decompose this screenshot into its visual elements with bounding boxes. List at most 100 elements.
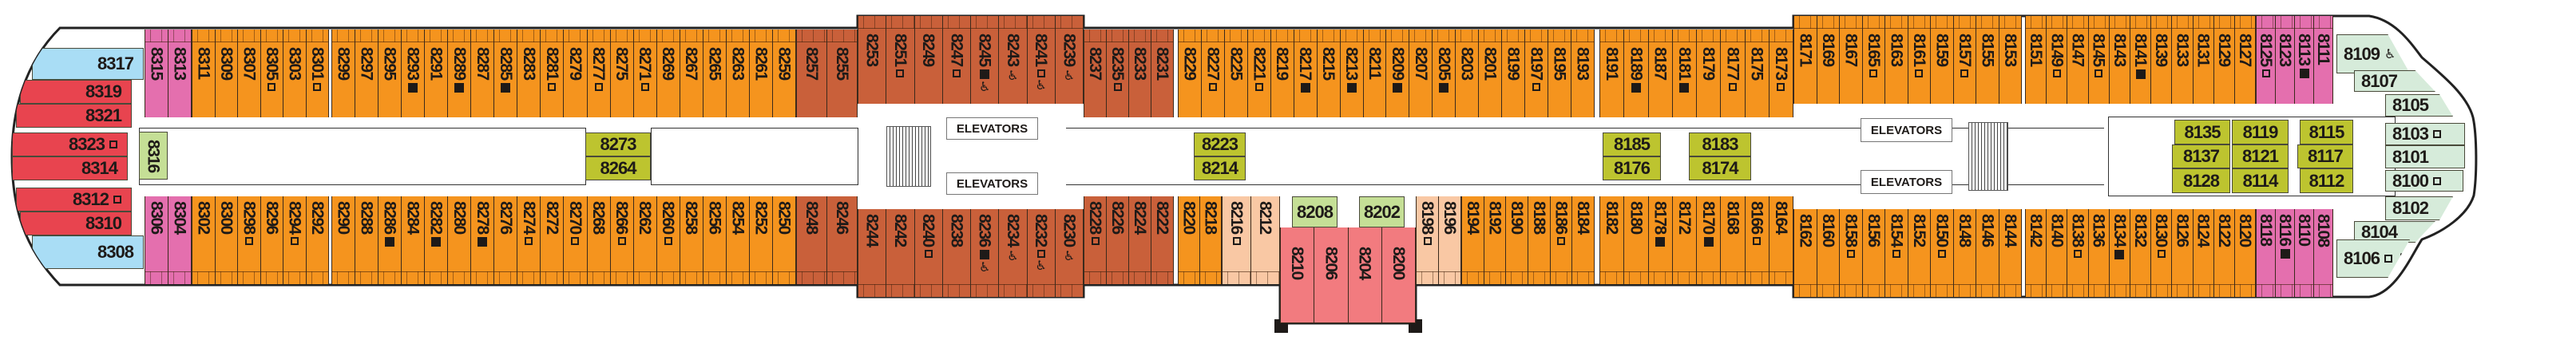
cabin-8252[interactable]: 8252	[748, 196, 772, 284]
cabin-8298[interactable]: 8298	[237, 196, 260, 284]
cabin-8165[interactable]: 8165	[1861, 16, 1884, 104]
cabin-8265[interactable]: 8265	[702, 30, 726, 117]
cabin-8239[interactable]: 8239♿	[1054, 16, 1084, 104]
cabin-8256[interactable]: 8256	[702, 196, 726, 284]
cabin-8127[interactable]: 8127	[2233, 16, 2257, 104]
cabin-8173[interactable]: 8173	[1768, 30, 1793, 117]
cabin-8236[interactable]: 8236♿	[970, 209, 999, 297]
cabin-8131[interactable]: 8131	[2192, 16, 2213, 104]
cabin-8267[interactable]: 8267	[679, 30, 703, 117]
cabin-8225[interactable]: 8225	[1223, 30, 1247, 117]
cabin-8125[interactable]: 8125	[2256, 16, 2275, 104]
cabin-8228[interactable]: 8228	[1084, 196, 1106, 284]
cabin-8179[interactable]: 8179	[1696, 30, 1721, 117]
cabin-8162[interactable]: 8162	[1793, 209, 1817, 297]
cabin-8259[interactable]: 8259	[771, 30, 796, 117]
cabin-8294[interactable]: 8294	[283, 196, 306, 284]
cabin-8133[interactable]: 8133	[2171, 16, 2193, 104]
cabin-8291[interactable]: 8291	[424, 30, 448, 117]
cabin-8258[interactable]: 8258	[679, 196, 703, 284]
cabin-8188[interactable]: 8188	[1528, 196, 1550, 284]
cabin-8295[interactable]: 8295	[378, 30, 402, 117]
cabin-8297[interactable]: 8297	[355, 30, 378, 117]
cabin-8242[interactable]: 8242	[886, 209, 914, 297]
cabin-8230[interactable]: 8230♿	[1054, 209, 1084, 297]
cabin-8137[interactable]: 8137	[2172, 144, 2230, 168]
cabin-8201[interactable]: 8201	[1478, 30, 1502, 117]
cabin-8214[interactable]: 8214	[1194, 156, 1246, 180]
cabin-8213[interactable]: 8213	[1339, 30, 1363, 117]
cabin-8234[interactable]: 8234♿	[998, 209, 1027, 297]
cabin-8223[interactable]: 8223	[1194, 132, 1246, 156]
cabin-8123[interactable]: 8123	[2275, 16, 2294, 104]
cabin-8114[interactable]: 8114	[2232, 168, 2289, 193]
cabin-8280[interactable]: 8280	[447, 196, 471, 284]
cabin-8177[interactable]: 8177	[1720, 30, 1745, 117]
cabin-8138[interactable]: 8138	[2067, 209, 2088, 297]
cabin-8306[interactable]: 8306	[145, 196, 168, 284]
cabin-8248[interactable]: 8248	[796, 196, 826, 284]
cabin-8102[interactable]: 8102	[2385, 196, 2453, 220]
cabin-8101[interactable]: 8101	[2385, 145, 2465, 168]
cabin-8159[interactable]: 8159	[1930, 16, 1953, 104]
cabin-8130[interactable]: 8130	[2150, 209, 2172, 297]
cabin-8153[interactable]: 8153	[1998, 16, 2022, 104]
cabin-8224[interactable]: 8224	[1128, 196, 1151, 284]
cabin-8117[interactable]: 8117	[2297, 144, 2353, 168]
cabin-8161[interactable]: 8161	[1907, 16, 1930, 104]
cabin-8308[interactable]: 8308	[32, 235, 144, 269]
cabin-8253[interactable]: 8253	[858, 16, 886, 104]
cabin-8304[interactable]: 8304	[168, 196, 192, 284]
cabin-8216[interactable]: 8216	[1222, 196, 1250, 284]
cabin-8275[interactable]: 8275	[609, 30, 633, 117]
cabin-8250[interactable]: 8250	[771, 196, 796, 284]
cabin-8116[interactable]: 8116	[2275, 209, 2294, 297]
cabin-8144[interactable]: 8144	[1998, 209, 2022, 297]
cabin-8166[interactable]: 8166	[1744, 196, 1769, 284]
cabin-8278[interactable]: 8278	[470, 196, 494, 284]
cabin-8204[interactable]: 8204	[1347, 227, 1381, 323]
cabin-8296[interactable]: 8296	[260, 196, 283, 284]
cabin-8186[interactable]: 8186	[1549, 196, 1572, 284]
cabin-8105[interactable]: 8105	[2385, 94, 2453, 117]
cabin-8279[interactable]: 8279	[563, 30, 587, 117]
cabin-8181[interactable]: 8181	[1671, 30, 1696, 117]
cabin-8149[interactable]: 8149	[2046, 16, 2067, 104]
cabin-8180[interactable]: 8180	[1623, 196, 1648, 284]
cabin-8156[interactable]: 8156	[1861, 209, 1884, 297]
cabin-8287[interactable]: 8287	[470, 30, 494, 117]
cabin-8210[interactable]: 8210	[1280, 227, 1314, 323]
cabin-8246[interactable]: 8246	[826, 196, 858, 284]
cabin-8110[interactable]: 8110	[2294, 209, 2313, 297]
cabin-8192[interactable]: 8192	[1483, 196, 1506, 284]
cabin-8202[interactable]: 8202	[1359, 196, 1405, 227]
cabin-8312[interactable]: 8312	[16, 188, 132, 212]
cabin-8170[interactable]: 8170	[1696, 196, 1721, 284]
cabin-8146[interactable]: 8146	[1976, 209, 1999, 297]
cabin-8132[interactable]: 8132	[2129, 209, 2151, 297]
cabin-8317[interactable]: 8317	[32, 48, 144, 80]
cabin-8290[interactable]: 8290	[331, 196, 355, 284]
cabin-8121[interactable]: 8121	[2232, 144, 2289, 168]
cabin-8245[interactable]: 8245♿	[970, 16, 999, 104]
cabin-8314[interactable]: 8314	[12, 156, 128, 180]
cabin-8160[interactable]: 8160	[1816, 209, 1839, 297]
cabin-8238[interactable]: 8238	[941, 209, 970, 297]
cabin-8157[interactable]: 8157	[1952, 16, 1976, 104]
cabin-8237[interactable]: 8237	[1084, 30, 1106, 117]
cabin-8272[interactable]: 8272	[540, 196, 564, 284]
cabin-8251[interactable]: 8251	[886, 16, 914, 104]
cabin-8148[interactable]: 8148	[1952, 209, 1976, 297]
cabin-8119[interactable]: 8119	[2232, 120, 2289, 144]
cabin-8145[interactable]: 8145	[2087, 16, 2109, 104]
cabin-8120[interactable]: 8120	[2233, 209, 2257, 297]
cabin-8187[interactable]: 8187	[1647, 30, 1672, 117]
cabin-8212[interactable]: 8212	[1250, 196, 1280, 284]
cabin-8268[interactable]: 8268	[586, 196, 610, 284]
cabin-8292[interactable]: 8292	[305, 196, 329, 284]
cabin-8257[interactable]: 8257	[796, 30, 826, 117]
cabin-8113[interactable]: 8113	[2294, 16, 2313, 104]
cabin-8247[interactable]: 8247	[941, 16, 970, 104]
cabin-8206[interactable]: 8206	[1314, 227, 1348, 323]
cabin-8142[interactable]: 8142	[2025, 209, 2047, 297]
